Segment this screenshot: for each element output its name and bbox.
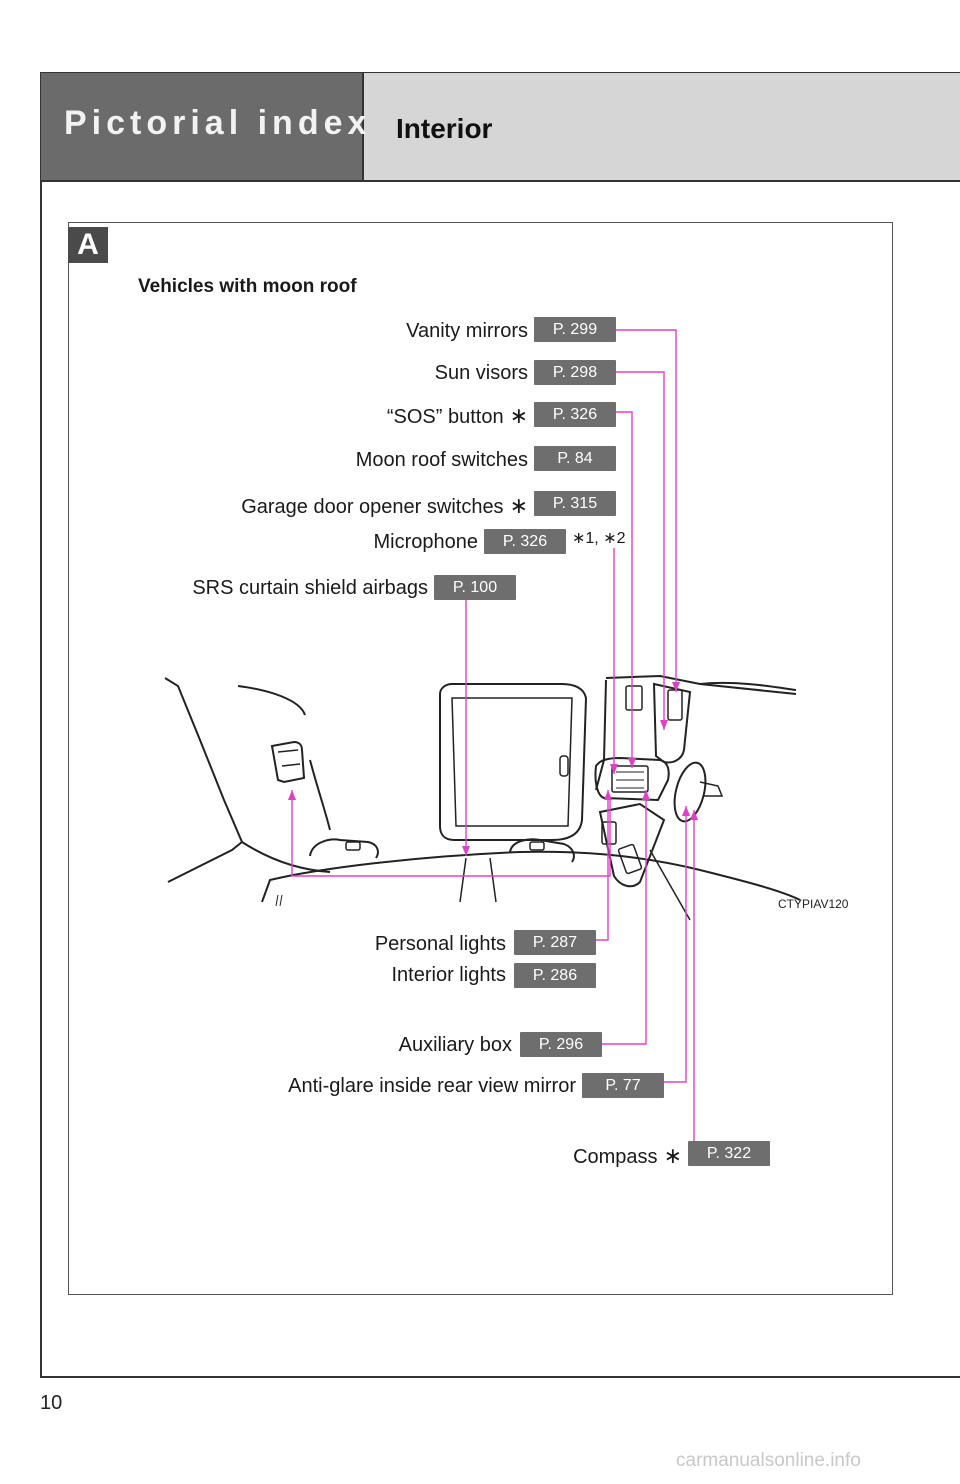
page-ref-microphone[interactable]: P. 326 <box>484 529 566 554</box>
page-ref-personal-lights[interactable]: P. 287 <box>514 930 596 955</box>
overhead-console <box>594 756 670 802</box>
image-code: CTYPIAV120 <box>778 897 849 911</box>
callout-label-sun-visors: Sun visors <box>434 362 528 384</box>
page-ref-vanity-mirrors[interactable]: P. 299 <box>534 317 616 342</box>
callout-label-compass: Compass∗ <box>573 1143 682 1169</box>
leader-lines <box>291 329 770 1155</box>
page-ref-sos-button[interactable]: P. 326 <box>534 402 616 427</box>
asterisk-icon: ∗ <box>663 1143 682 1168</box>
callout-label-moon-roof-switches: Moon roof switches <box>355 449 528 471</box>
header-section-tab <box>41 73 362 181</box>
callout-text-compass: Compass <box>573 1146 658 1168</box>
page-ref-interior-lights[interactable]: P. 286 <box>514 963 596 988</box>
callout-label-auxiliary-box: Auxiliary box <box>398 1034 512 1056</box>
watermark: carmanualsonline.info <box>676 1450 861 1471</box>
leader-arrowheads <box>288 682 698 856</box>
figure-panel <box>68 222 893 1295</box>
assist-grip-right <box>509 838 575 863</box>
page-ref-moon-roof-switches[interactable]: P. 84 <box>534 446 616 471</box>
rear-light <box>270 740 306 784</box>
callout-text-garage-door-opener: Garage door opener switches <box>241 496 504 518</box>
callout-label-interior-lights: Interior lights <box>391 964 507 986</box>
callout-text-sos-button: “SOS” button <box>386 406 504 428</box>
callout-label-garage-door-opener: Garage door opener switches∗ <box>241 493 528 519</box>
page-ref-anti-glare-mirror[interactable]: P. 77 <box>582 1073 664 1098</box>
header-subsection-bar <box>362 73 960 181</box>
assist-grip-left <box>309 838 379 859</box>
section-title: Pictorial index <box>64 104 372 142</box>
subsection-title: Interior <box>396 113 493 144</box>
page-ref-auxiliary-box[interactable]: P. 296 <box>520 1032 602 1057</box>
callout-label-srs-airbags: SRS curtain shield airbags <box>192 577 428 599</box>
asterisk-icon: ∗ <box>509 403 528 428</box>
rear-view-mirror <box>673 761 707 823</box>
moonroof-glass <box>439 683 588 841</box>
pillar-outline <box>164 677 244 883</box>
asterisk-icon: ∗ <box>509 493 528 518</box>
page-ref-srs-airbags[interactable]: P. 100 <box>434 575 516 600</box>
page-ref-sun-visors[interactable]: P. 298 <box>534 360 616 385</box>
sun-visor <box>652 682 692 764</box>
panel-tag: A <box>68 227 108 263</box>
callout-label-anti-glare-mirror: Anti-glare inside rear view mirror <box>288 1075 576 1097</box>
passenger-visor <box>598 802 666 888</box>
page-ref-garage-door-opener[interactable]: P. 315 <box>534 491 616 516</box>
callout-label-personal-lights: Personal lights <box>374 933 506 955</box>
page-number: 10 <box>40 1392 63 1414</box>
callout-label-sos-button: “SOS” button∗ <box>387 403 528 429</box>
callout-label-microphone: Microphone <box>373 531 478 553</box>
header-divider <box>41 180 960 182</box>
variant-label: Vehicles with moon roof <box>138 276 357 297</box>
footnote-marks: ∗1, ∗2 <box>572 530 626 547</box>
page-ref-compass[interactable]: P. 322 <box>688 1141 770 1166</box>
callout-label-vanity-mirrors: Vanity mirrors <box>406 320 528 342</box>
